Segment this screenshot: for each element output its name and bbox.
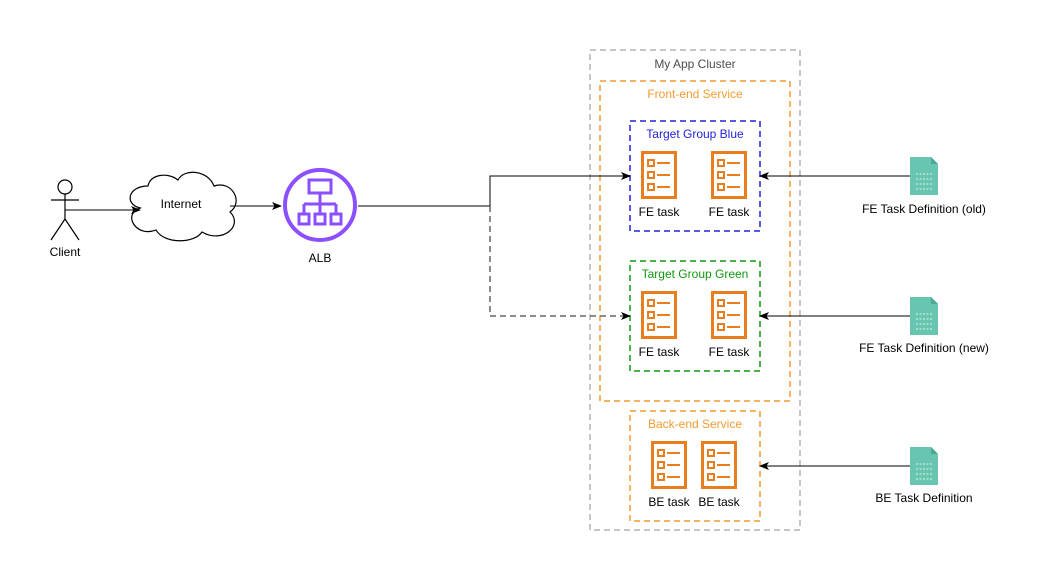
alb-to-blue-arrow [358,172,631,207]
backend-service-label: Back-end Service [648,417,742,431]
document-icon [909,296,939,336]
fe-task-icon [641,151,677,199]
alb-to-green-dashed-arrow [489,206,631,320]
document-icon [909,446,939,486]
be-task-label: BE task [648,495,690,509]
fe-task-label: FE task [709,205,751,219]
document-icon [909,156,939,196]
fe-task-definition-old-label: FE Task Definition (old) [862,202,986,216]
target-group-blue-label: Target Group Blue [646,127,744,141]
be-task-icon [651,441,687,489]
fe-task-definition-new-label: FE Task Definition (new) [859,341,989,355]
load-balancer-icon [283,168,357,242]
client-label: Client [50,245,81,259]
be-task-definition-label: BE Task Definition [875,491,972,505]
fe-task-icon [641,291,677,339]
target-group-green-label: Target Group Green [642,267,749,281]
frontend-service-boundary [599,80,791,402]
fe-task-icon [711,151,747,199]
fe-task-label: FE task [639,345,681,359]
frontend-service-label: Front-end Service [647,87,743,101]
fe-task-icon [711,291,747,339]
be-task-icon [701,441,737,489]
internet-label: Internet [161,197,202,211]
cluster-boundary [589,49,801,531]
be-task-label: BE task [698,495,740,509]
fe-task-label: FE task [709,345,751,359]
fe-task-label: FE task [639,205,681,219]
alb-label: ALB [309,251,332,265]
person-icon [50,179,80,241]
cluster-label: My App Cluster [654,57,735,71]
